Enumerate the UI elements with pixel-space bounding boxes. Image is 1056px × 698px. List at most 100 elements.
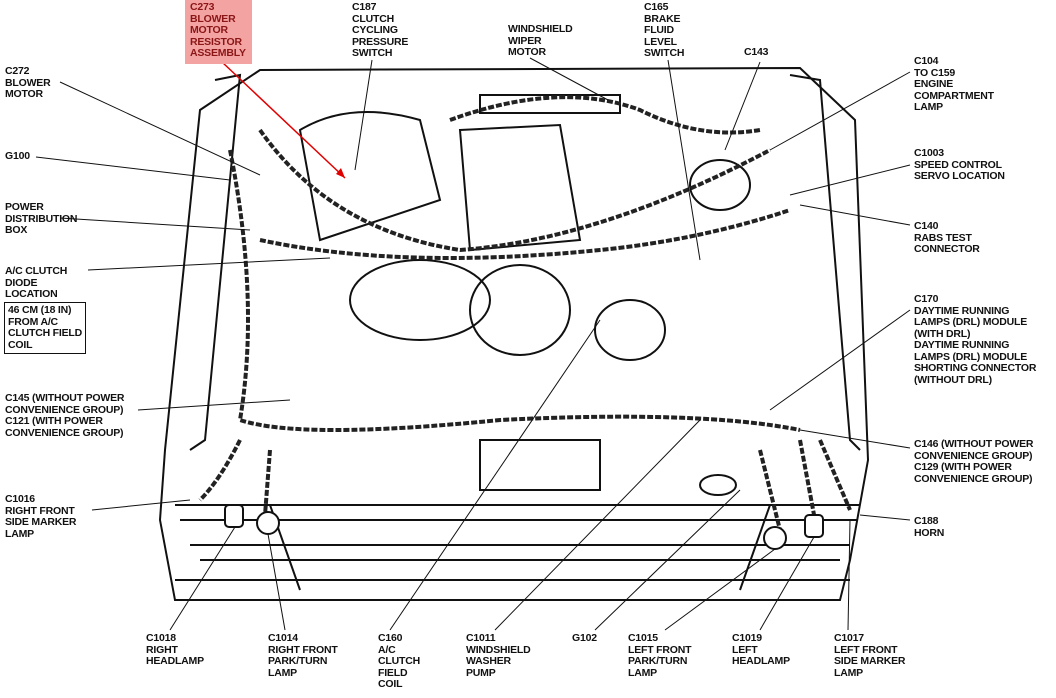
label-line: DIODE	[5, 276, 38, 289]
label-line: WASHER	[466, 655, 511, 667]
label-line: HORN	[914, 526, 945, 539]
label-line: C146 (WITHOUT POWER	[914, 438, 1034, 450]
label-line: FROM A/C	[8, 315, 58, 328]
label-line: SIDE MARKER	[5, 516, 77, 528]
label-line: C145 (WITHOUT POWER	[5, 392, 125, 404]
label-c143: C143	[744, 46, 769, 59]
label-line: DAYTIME RUNNING	[914, 304, 1010, 317]
label-line: SIDE MARKER	[834, 655, 906, 667]
label-line: SERVO LOCATION	[914, 170, 1005, 182]
label-line: CONVENIENCE GROUP)	[5, 426, 124, 439]
label-line: CYCLING	[352, 24, 398, 36]
label-line: RABS TEST	[914, 231, 972, 244]
label-line: LEFT	[732, 643, 758, 656]
label-line: CONNECTOR	[914, 243, 980, 255]
label-line: COMPARTMENT	[914, 89, 994, 102]
label-line: PARK/TURN	[268, 655, 328, 667]
label-line: HEADLAMP	[732, 655, 790, 667]
label-line: LEFT FRONT	[834, 643, 898, 656]
label-line: DAYTIME RUNNING	[914, 339, 1010, 351]
label-line: WIPER	[508, 34, 542, 47]
label-line: (WITH DRL)	[914, 327, 971, 340]
label-line: CLUTCH FIELD	[8, 327, 83, 339]
label-line: SHORTING CONNECTOR	[914, 362, 1037, 374]
label-line: SPEED CONTROL	[914, 158, 1002, 171]
label-line: C188	[914, 515, 939, 527]
label-line: WINDSHIELD	[466, 643, 531, 656]
label-line: LOCATION	[5, 288, 58, 300]
label-line: RIGHT FRONT	[5, 504, 75, 517]
label-line: FIELD	[378, 666, 408, 679]
label-line: LEFT FRONT	[628, 643, 692, 656]
label-line: LAMPS (DRL) MODULE	[914, 350, 1028, 363]
label-line: C1014	[268, 632, 298, 644]
label-line: TO C159	[914, 66, 956, 79]
label-line: C1017	[834, 632, 864, 644]
vehicle-outline	[158, 66, 870, 601]
label-line: MOTOR	[508, 46, 546, 58]
label-line: C165	[644, 1, 669, 13]
label-line: C1011	[466, 632, 496, 644]
label-line: BRAKE	[644, 12, 681, 25]
label-line: ASSEMBLY	[190, 47, 246, 59]
label-line: C170	[914, 293, 939, 305]
label-line: A/C	[378, 643, 396, 656]
label-line: PARK/TURN	[628, 655, 688, 667]
label-line: COIL	[8, 338, 33, 351]
label-line: C187	[352, 1, 377, 13]
label-line: WINDSHIELD	[508, 23, 573, 35]
label-line: C1018	[146, 632, 176, 644]
wiring-harness	[198, 95, 852, 531]
label-line: CONVENIENCE GROUP)	[914, 449, 1033, 462]
label-line: LEVEL	[644, 35, 677, 48]
label-line: MOTOR	[5, 88, 43, 100]
label-line: COIL	[378, 678, 403, 690]
label-line: LAMP	[5, 527, 34, 540]
label-line: DISTRIBUTION	[5, 212, 78, 225]
label-line: RESISTOR	[190, 35, 242, 48]
label-line: RIGHT FRONT	[268, 643, 338, 656]
label-line: CLUTCH	[352, 12, 394, 25]
label-line: G102	[572, 632, 597, 644]
label-line: C160	[378, 632, 403, 644]
label-line: LAMP	[628, 666, 657, 679]
label-line: FLUID	[644, 24, 674, 36]
label-line: C121 (WITH POWER	[5, 415, 103, 427]
label-g102: G102	[572, 632, 597, 645]
label-line: MOTOR	[190, 24, 228, 36]
label-line: PRESSURE	[352, 35, 409, 48]
label-line: CLUTCH	[378, 655, 420, 667]
highlight-leader-line	[221, 61, 346, 179]
label-line: PUMP	[466, 666, 496, 679]
label-line: RIGHT	[146, 643, 178, 656]
label-line: BLOWER	[5, 76, 51, 89]
label-line: (WITHOUT DRL)	[914, 373, 992, 386]
label-line: ENGINE	[914, 78, 954, 90]
label-line: C129 (WITH POWER	[914, 461, 1012, 473]
label-line: C273	[190, 1, 215, 13]
label-line: C104	[914, 55, 939, 67]
label-line: SWITCH	[352, 47, 393, 59]
label-line: C1016	[5, 493, 35, 505]
